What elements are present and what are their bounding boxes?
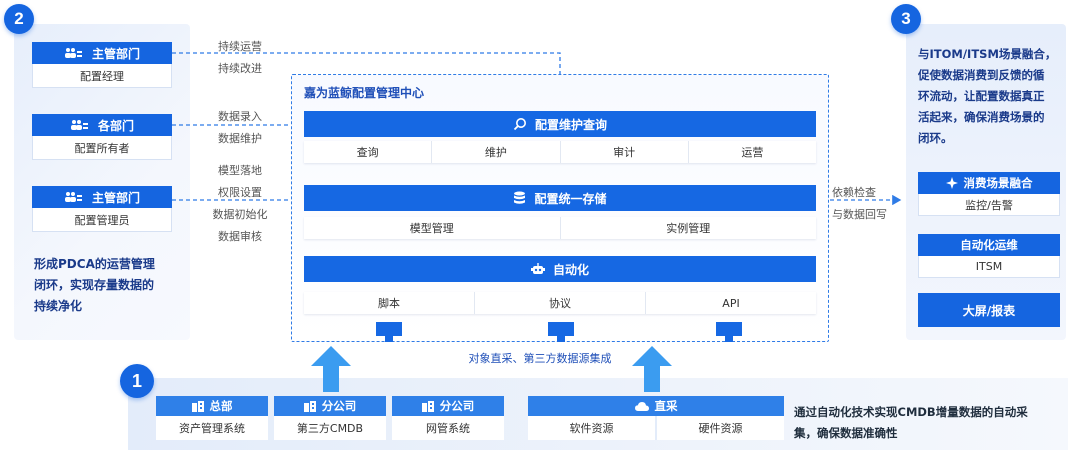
source-head-label: 分公司 xyxy=(439,399,475,413)
automation-row: 脚本 协议 API xyxy=(304,292,816,314)
center-title: 嘉为蓝鲸配置管理中心 xyxy=(304,86,425,100)
role-body-label: 配置所有者 xyxy=(32,136,172,160)
people-icon xyxy=(70,120,88,130)
direct-cell: 硬件资源 xyxy=(657,416,784,440)
source-body-label: 网管系统 xyxy=(392,416,504,440)
automation-cell: API xyxy=(722,296,740,310)
automation-ops-body-label: ITSM xyxy=(918,256,1060,278)
building-icon xyxy=(421,400,434,412)
step-2-badge: 2 xyxy=(4,4,34,34)
storage-cell: 模型管理 xyxy=(304,217,561,239)
query-cell: 审计 xyxy=(561,141,689,163)
direct-cell: 软件资源 xyxy=(528,416,657,440)
query-cell: 查询 xyxy=(304,141,433,163)
automation-cell: 脚本 xyxy=(304,292,475,314)
source-head-label: 分公司 xyxy=(321,399,357,413)
cloud-icon xyxy=(634,402,649,411)
query-cell: 维护 xyxy=(432,141,561,163)
building-icon xyxy=(191,400,204,412)
source-card-branch-1: 分公司 第三方CMDB xyxy=(274,396,386,442)
query-bar: 配置维护查询 xyxy=(304,111,816,137)
people-icon xyxy=(64,48,82,58)
building-icon xyxy=(303,400,316,412)
query-bar-label: 配置维护查询 xyxy=(534,117,607,132)
database-icon xyxy=(514,191,526,204)
up-arrow-left xyxy=(311,346,351,392)
plug-icon xyxy=(548,322,574,342)
left-note: 形成PDCA的运营管理 闭环，实现存量数据的 持续净化 xyxy=(34,257,155,313)
source-body-label: 第三方CMDB xyxy=(274,416,386,440)
role-head-label: 主管部门 xyxy=(91,190,140,205)
role-card-manager: 主管部门 配置经理 xyxy=(32,42,172,88)
up-arrow-right xyxy=(632,346,672,392)
query-cell: 运营 xyxy=(741,146,764,159)
role-card-owner: 各部门 配置所有者 xyxy=(32,114,172,160)
screen-label: 大屏/报表 xyxy=(918,293,1060,327)
plug-icon xyxy=(376,322,402,342)
right-note: 与ITOM/ITSM场景融合， 促使数据消费到反馈的循 环流动，让配置数据真正 … xyxy=(918,47,1057,145)
source-card-direct: 直采 软件资源 硬件资源 xyxy=(528,396,784,442)
consume-card: 消费场景融合 监控/告警 xyxy=(918,172,1060,216)
automation-bar: 自动化 xyxy=(304,256,816,282)
scene-icon xyxy=(945,177,958,189)
consume-body-label: 监控/告警 xyxy=(918,194,1060,216)
flow-label-improve: 持续运营 持续改进 xyxy=(218,40,262,75)
step-1-badge: 1 xyxy=(120,364,154,398)
role-head-label: 各部门 xyxy=(97,118,134,133)
query-row: 查询 维护 审计 运营 xyxy=(304,141,816,163)
flow-label-init: 模型落地 权限设置 数据初始化 数据审核 xyxy=(212,164,268,243)
role-body-label: 配置管理员 xyxy=(32,208,172,232)
robot-icon xyxy=(530,262,545,274)
automation-ops-head-label: 自动化运维 xyxy=(918,234,1060,256)
direct-head-label: 直采 xyxy=(654,399,678,413)
collect-label: 对象直采、第三方数据源集成 xyxy=(468,352,612,365)
automation-ops-card: 自动化运维 ITSM xyxy=(918,234,1060,278)
search-icon xyxy=(513,118,526,131)
source-card-hq: 总部 资产管理系统 xyxy=(156,396,268,442)
automation-bar-label: 自动化 xyxy=(552,262,589,277)
automation-cell: 协议 xyxy=(475,292,646,314)
plug-icon xyxy=(716,322,742,342)
storage-bar: 配置统一存储 xyxy=(304,185,816,211)
source-card-branch-2: 分公司 网管系统 xyxy=(392,396,504,442)
source-head-label: 总部 xyxy=(209,399,233,413)
screen-card: 大屏/报表 xyxy=(918,293,1060,327)
bottom-note: 通过自动化技术实现CMDB增量数据的自动采 集，确保数据准确性 xyxy=(794,405,1028,440)
storage-cell: 实例管理 xyxy=(666,222,711,235)
dependency-label-1: 依赖检查 xyxy=(832,186,876,199)
role-body-label: 配置经理 xyxy=(32,64,172,88)
source-body-label: 资产管理系统 xyxy=(156,416,268,440)
role-head-label: 主管部门 xyxy=(91,46,140,61)
storage-bar-label: 配置统一存储 xyxy=(534,191,607,206)
role-card-admin: 主管部门 配置管理员 xyxy=(32,186,172,232)
storage-row: 模型管理 实例管理 xyxy=(304,217,816,239)
dependency-label-2: 与数据回写 xyxy=(832,208,887,221)
flow-label-maintain: 数据录入 数据维护 xyxy=(218,110,262,145)
step-3-badge: 3 xyxy=(891,4,921,34)
people-icon xyxy=(64,192,82,202)
consume-head-label: 消费场景融合 xyxy=(963,176,1033,190)
